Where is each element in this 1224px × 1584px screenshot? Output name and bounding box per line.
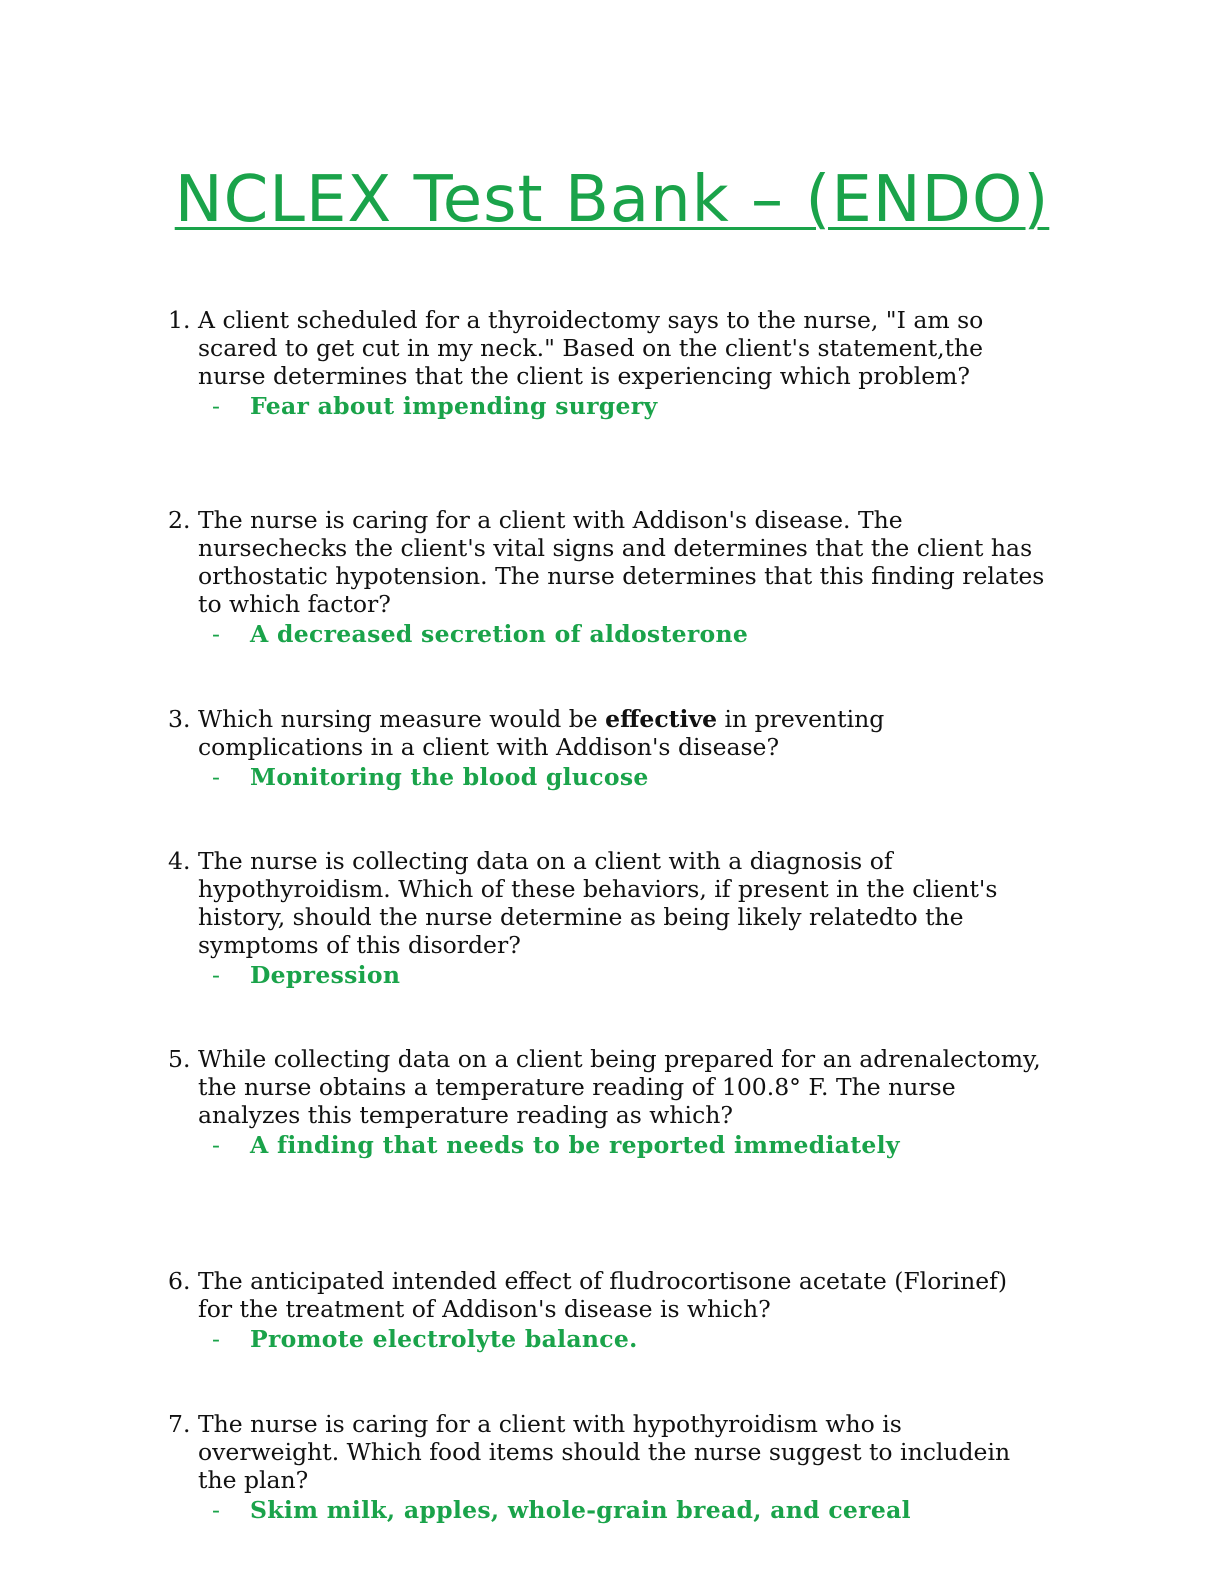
question-text-start: Which nursing measure would be [198,705,606,733]
answer-text: A finding that needs to be reported imme… [250,1131,900,1159]
question-text: Which nursing measure would be effective… [198,705,1048,761]
question-number: 3. [168,705,191,733]
question-text-end: in preventing complications in a client … [198,705,885,761]
answer-bullet: - [212,1325,220,1353]
answer-bullet: - [212,763,220,791]
answer-bullet: - [212,620,220,648]
question-7: 7. The nurse is caring for a client with… [168,1410,1048,1524]
question-1: 1. A client scheduled for a thyroidectom… [168,306,1048,420]
answer-bullet: - [212,1496,220,1524]
question-6: 6. The anticipated intended effect of fl… [168,1267,1048,1353]
emphasis-word: effective [605,705,718,733]
answer-text: Monitoring the blood glucose [250,763,649,791]
answer-text: Promote electrolyte balance. [250,1325,638,1353]
question-number: 2. [168,506,191,534]
answer-bullet: - [212,1131,220,1159]
question-text: The nurse is collecting data on a client… [198,847,998,959]
page-title: NCLEX Test Bank – (ENDO) [0,160,1224,240]
question-number: 6. [168,1267,191,1295]
question-3: 3. Which nursing measure would be effect… [168,705,1048,791]
question-5: 5. While collecting data on a client bei… [168,1045,1048,1159]
question-number: 1. [168,306,191,334]
question-4: 4. The nurse is collecting data on a cli… [168,847,1048,989]
question-2: 2. The nurse is caring for a client with… [168,506,1048,648]
answer-text: A decreased secretion of aldosterone [250,620,749,648]
answer-text: Skim milk, apples, whole-grain bread, an… [250,1496,911,1524]
question-number: 4. [168,847,191,875]
question-number: 7. [168,1410,191,1438]
answer-text: Depression [250,961,401,989]
question-number: 5. [168,1045,191,1073]
question-text: A client scheduled for a thyroidectomy s… [198,306,984,390]
answer-text: Fear about impending surgery [250,392,658,420]
question-text: The nurse is caring for a client with Ad… [198,506,1045,618]
question-text: While collecting data on a client being … [198,1045,1041,1129]
question-text: The nurse is caring for a client with hy… [198,1410,1011,1494]
answer-bullet: - [212,961,220,989]
answer-bullet: - [212,392,220,420]
page-title-text: NCLEX Test Bank – (ENDO) [174,163,1050,237]
question-text: The anticipated intended effect of fludr… [198,1267,1007,1323]
